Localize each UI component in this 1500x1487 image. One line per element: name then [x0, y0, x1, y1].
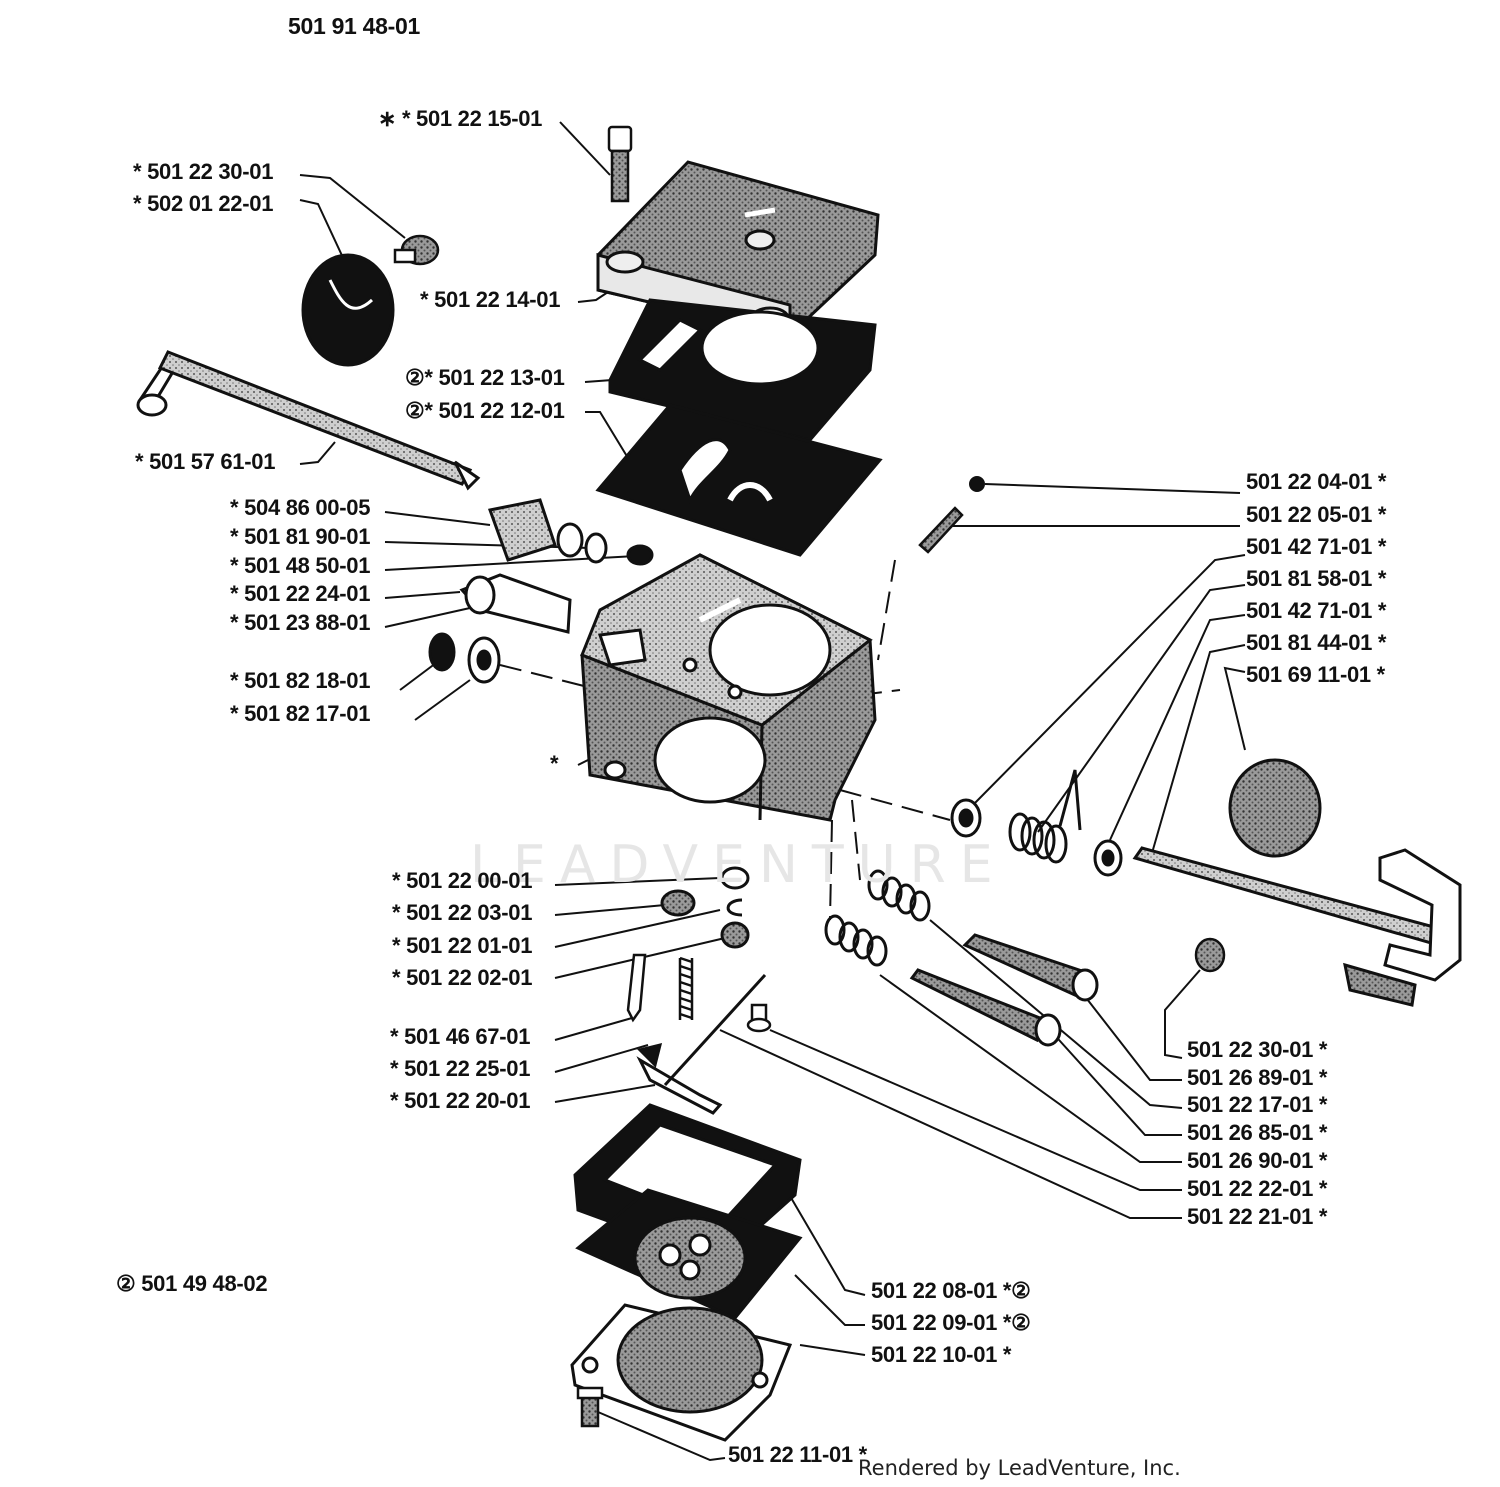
choke-washer [950, 798, 982, 838]
choke-spring [1008, 769, 1082, 864]
top-screw [607, 125, 633, 203]
lever-screw [746, 1003, 772, 1033]
needle-spring-1 [867, 869, 931, 922]
part-label: * 501 22 24-01 [230, 581, 371, 606]
o-ring-small [720, 866, 750, 917]
part-label: 501 42 71-01 * [1246, 598, 1387, 623]
part-label: * 501 22 25-01 [390, 1056, 531, 1081]
part-label: 501 22 09-01 *② [871, 1310, 1031, 1335]
part-label: 501 22 08-01 *② [871, 1278, 1031, 1303]
choke-shaft-right [1132, 846, 1462, 1007]
bottom-screw [576, 1386, 604, 1428]
part-label: * 501 81 90-01 [230, 524, 371, 549]
part-label: ②* 501 22 13-01 [405, 365, 565, 390]
part-label: ∗ * 501 22 15-01 [378, 106, 543, 131]
part-label: 501 22 11-01 * [728, 1442, 867, 1467]
part-label: * 501 48 50-01 [230, 553, 371, 578]
part-label: * 501 22 20-01 [390, 1088, 531, 1113]
fuel-inlet-fitting [487, 498, 654, 566]
part-label: * 501 22 02-01 [392, 965, 533, 990]
small-spring [918, 506, 964, 554]
part-label: * 504 86 00-05 [230, 495, 371, 520]
part-label: 501 81 58-01 * [1246, 566, 1387, 591]
check-ball [969, 476, 985, 492]
part-label: 501 22 21-01 * [1187, 1204, 1328, 1229]
pump-diaphragm [595, 403, 883, 557]
part-label: ②* 501 22 12-01 [405, 398, 565, 423]
part-label: 501 26 85-01 * [1187, 1120, 1328, 1145]
inlet-washers [428, 632, 501, 684]
throttle-shaft-left [136, 350, 481, 491]
part-label: * 501 22 00-01 [392, 868, 533, 893]
part-label: 501 22 30-01 * [1187, 1037, 1328, 1062]
part-label: * 501 82 17-01 [230, 701, 371, 726]
part-label: 501 22 22-01 * [1187, 1176, 1328, 1201]
part-label: * 502 01 22-01 [133, 191, 274, 216]
pump-gasket [608, 298, 877, 442]
part-label: 501 81 44-01 * [1246, 630, 1387, 655]
part-label: * 501 23 88-01 [230, 610, 371, 635]
welch-plug [660, 889, 750, 949]
choke-valve-right [1228, 758, 1322, 858]
metering-diaphragm [575, 1188, 803, 1320]
part-label: 501 69 11-01 * [1246, 662, 1385, 687]
inlet-elbow [459, 573, 572, 634]
part-label: * [550, 751, 559, 776]
metering-lever [636, 973, 767, 1115]
part-label: * 501 22 14-01 [420, 287, 561, 312]
part-label: 501 26 90-01 * [1187, 1148, 1328, 1173]
metering-spring [678, 956, 694, 1020]
render-credit: Rendered by LeadVenture, Inc. [858, 1456, 1181, 1480]
part-label: * 501 22 30-01 [133, 159, 274, 184]
sheet-id: 501 91 48-01 [288, 13, 420, 39]
throttle-valve-left [301, 253, 395, 367]
part-label: * 501 22 03-01 [392, 900, 533, 925]
part-label: * 501 46 67-01 [390, 1024, 531, 1049]
valve-screw-left [393, 234, 440, 266]
part-label: * 501 82 18-01 [230, 668, 371, 693]
watermark: LEADVENTURE [470, 835, 1007, 895]
valve-screw-right [1194, 937, 1226, 973]
pump-cover [596, 160, 880, 337]
part-label: * 501 22 01-01 [392, 933, 533, 958]
part-label: 501 22 05-01 * [1246, 502, 1387, 527]
part-label: 501 22 10-01 * [871, 1342, 1012, 1367]
adjusting-needle-1 [962, 933, 1099, 1002]
part-label: 501 26 89-01 * [1187, 1065, 1328, 1090]
adjusting-needle-2 [909, 968, 1062, 1047]
metering-cover [570, 1303, 793, 1442]
carburetor-body [580, 553, 877, 822]
part-label: * 501 57 61-01 [135, 449, 276, 474]
part-label: 501 22 04-01 * [1246, 469, 1387, 494]
kit-note: ② 501 49 48-02 [116, 1271, 268, 1296]
inlet-needle [626, 953, 647, 1023]
part-label: 501 42 71-01 * [1246, 534, 1387, 559]
part-label: 501 22 17-01 * [1187, 1092, 1328, 1117]
choke-detent [1093, 839, 1123, 877]
needle-spring-2 [824, 914, 888, 967]
leader-lines [299, 121, 1246, 1462]
